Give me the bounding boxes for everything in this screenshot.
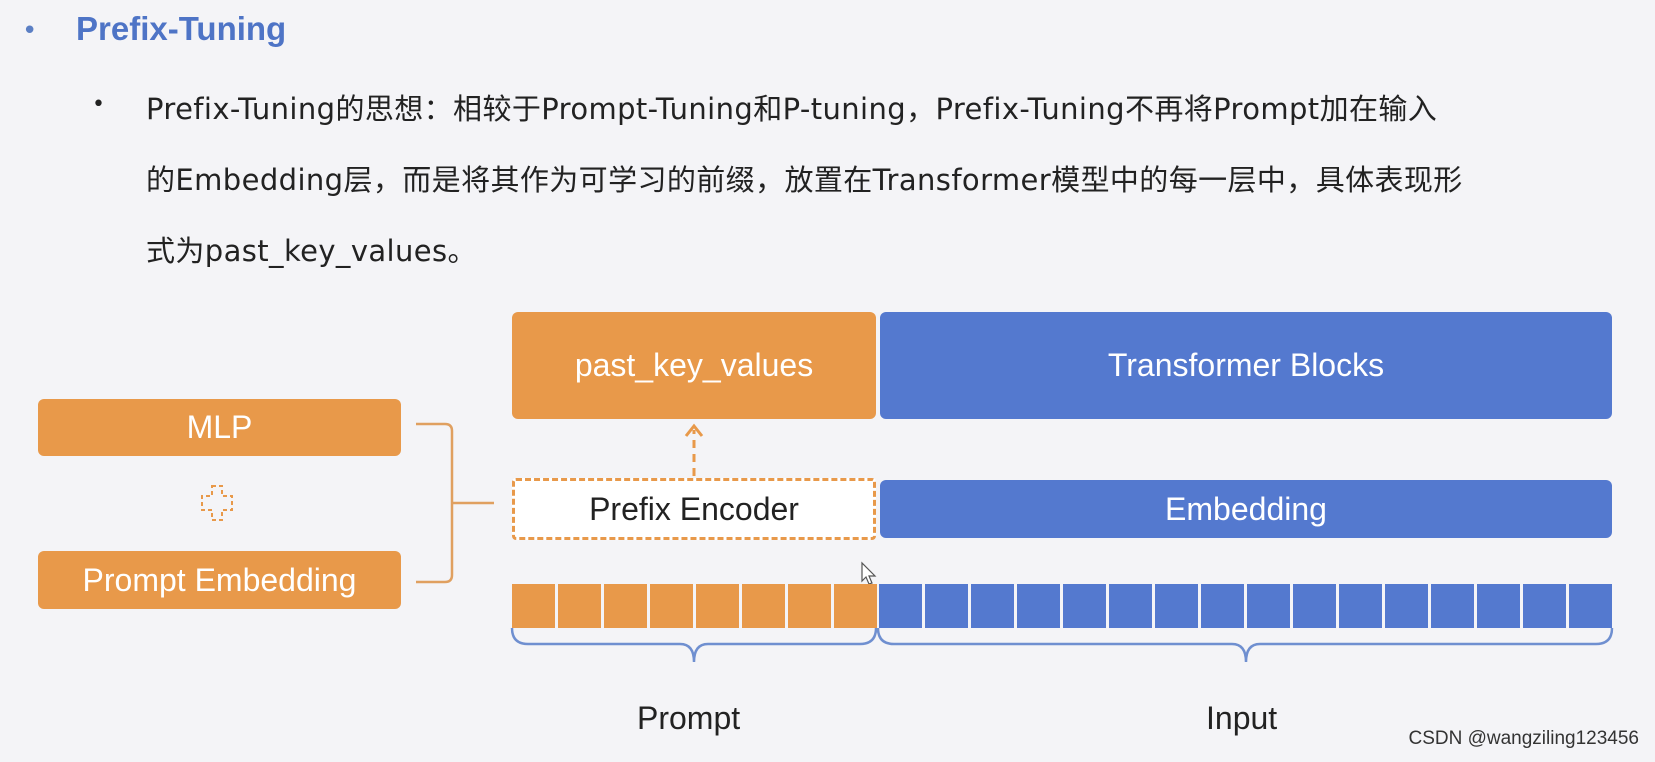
input-token [1339, 584, 1382, 628]
paragraph-line-2: 的Embedding层，而是将其作为可学习的前缀，放置在Transformer模… [146, 163, 1463, 197]
plus-icon [201, 485, 233, 521]
input-label: Input [1206, 700, 1278, 736]
paragraph-line-1: Prefix-Tuning的思想：相较于Prompt-Tuning和P-tuni… [146, 92, 1438, 126]
prompt-token-row [512, 584, 877, 628]
past-key-values-box: past_key_values [512, 312, 876, 419]
input-token-row [879, 584, 1612, 628]
prompt-token [696, 584, 739, 628]
mlp-box: MLP [38, 399, 401, 456]
paragraph-bullet: • [92, 92, 105, 117]
prompt-token [558, 584, 601, 628]
prompt-token [604, 584, 647, 628]
input-brace [876, 627, 1614, 663]
input-token [1431, 584, 1474, 628]
prompt-token [512, 584, 555, 628]
prompt-token [788, 584, 831, 628]
prompt-token [650, 584, 693, 628]
bracket-mlp-prompt [416, 422, 454, 584]
input-token [1477, 584, 1520, 628]
input-token [1109, 584, 1152, 628]
input-token [879, 584, 922, 628]
embedding-box: Embedding [880, 480, 1612, 538]
prompt-brace [510, 627, 878, 663]
input-token [1569, 584, 1612, 628]
transformer-blocks-box: Transformer Blocks [880, 312, 1612, 419]
input-token [971, 584, 1014, 628]
page-title: Prefix-Tuning [76, 10, 287, 47]
prompt-token [834, 584, 877, 628]
input-token [1201, 584, 1244, 628]
input-token [1155, 584, 1198, 628]
input-token [1293, 584, 1336, 628]
cursor-icon [861, 561, 877, 585]
input-token [1017, 584, 1060, 628]
input-token [1247, 584, 1290, 628]
prompt-token [742, 584, 785, 628]
input-token [925, 584, 968, 628]
watermark: CSDN @wangziling123456 [1408, 728, 1639, 749]
arrow-up-icon [684, 423, 704, 476]
prefix-encoder-box: Prefix Encoder [512, 478, 876, 540]
prompt-label: Prompt [637, 700, 741, 736]
input-token [1063, 584, 1106, 628]
heading-bullet: • [22, 16, 38, 46]
paragraph-line-3: 式为past_key_values。 [146, 234, 477, 268]
input-token [1385, 584, 1428, 628]
prompt-embedding-box: Prompt Embedding [38, 551, 401, 609]
input-token [1523, 584, 1566, 628]
